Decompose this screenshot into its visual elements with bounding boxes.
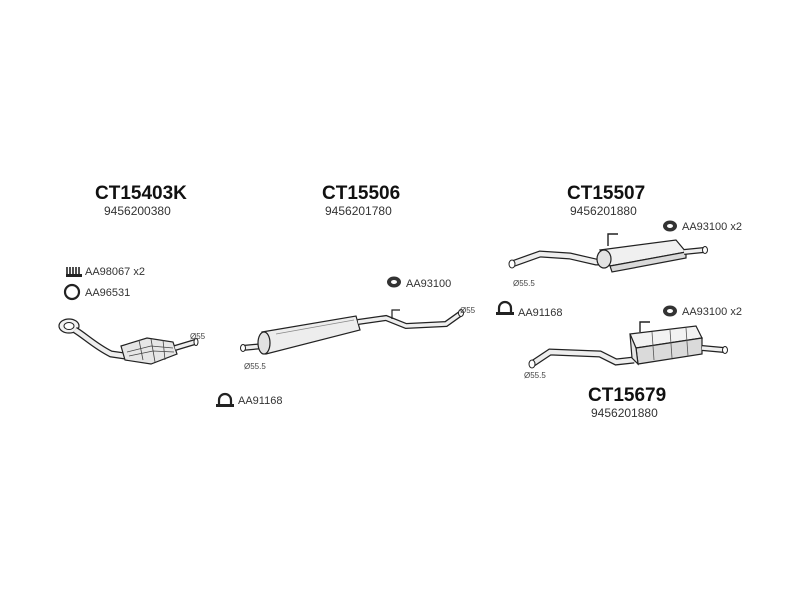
diameter-label: Ø55.5 xyxy=(513,279,535,288)
accessory-label-aa93100: AA93100 xyxy=(406,278,452,290)
part-code-ct15403k: CT15403K xyxy=(95,183,187,204)
part-number-9456200380: 9456200380 xyxy=(104,204,171,218)
diameter-label: Ø55 xyxy=(190,332,206,341)
part-code-ct15507: CT15507 xyxy=(567,183,646,204)
rear-silencer-part xyxy=(508,233,708,273)
spring-icon xyxy=(66,267,82,277)
part-number-9456201880-a: 9456201880 xyxy=(570,204,637,218)
u-clamp-icon xyxy=(216,392,234,407)
diameter-label: Ø55.5 xyxy=(524,371,546,380)
accessory-label-aa93100-x2: AA93100 x2 xyxy=(682,221,742,233)
rubber-mount-icon xyxy=(663,305,677,317)
accessory-label-aa93100-x2: AA93100 x2 xyxy=(682,306,742,318)
part-number-9456201780: 9456201780 xyxy=(325,204,392,218)
ring-gasket-icon xyxy=(63,283,81,301)
accessory-label-aa91168: AA91168 xyxy=(238,395,283,407)
part-code-ct15679: CT15679 xyxy=(588,385,667,406)
diameter-label: Ø55.5 xyxy=(244,362,266,371)
diameter-label: Ø55 xyxy=(460,306,476,315)
part-number-9456201880-b: 9456201880 xyxy=(591,406,658,420)
part-code-ct15506: CT15506 xyxy=(322,183,401,204)
rubber-mount-icon xyxy=(387,276,401,288)
u-clamp-icon xyxy=(496,300,514,315)
rubber-mount-icon xyxy=(663,220,677,232)
middle-silencer-part xyxy=(240,309,464,355)
rear-silencer-variant-part xyxy=(528,321,728,369)
catalytic-converter-part xyxy=(58,318,199,365)
accessory-label-aa98067: AA98067 x2 xyxy=(85,266,145,278)
accessory-label-aa91168: AA91168 xyxy=(518,307,563,319)
accessory-label-aa96531: AA96531 xyxy=(85,287,131,299)
